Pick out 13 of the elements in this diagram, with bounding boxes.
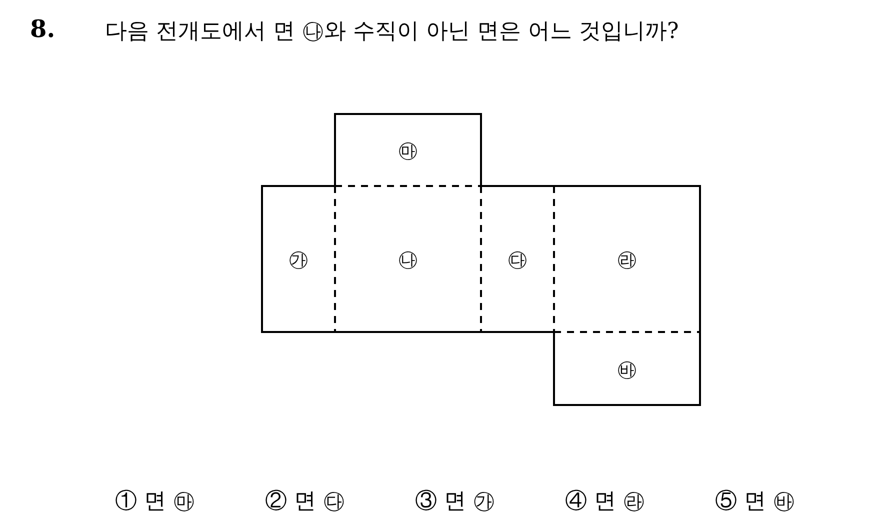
answer-choice: ④ 면 ㉱ bbox=[565, 488, 645, 516]
face-label: ㉮ bbox=[288, 249, 308, 269]
question-number: 8. bbox=[30, 14, 56, 43]
answer-choice: ③ 면 ㉮ bbox=[415, 488, 495, 516]
face-label: ㉰ bbox=[508, 249, 528, 269]
answer-choice: ① 면 ㉲ bbox=[115, 488, 195, 516]
face-label: ㉱ bbox=[617, 249, 637, 269]
question-text: 다음 전개도에서 면 ㉯와 수직이 아닌 면은 어느 것입니까? bbox=[105, 18, 679, 46]
face-label: ㉯ bbox=[398, 249, 418, 269]
face-label: ㉲ bbox=[398, 140, 418, 160]
answer-choice: ② 면 ㉰ bbox=[265, 488, 345, 516]
face-label: ㉳ bbox=[617, 358, 637, 378]
answer-choice: ⑤ 면 ㉳ bbox=[715, 488, 795, 516]
